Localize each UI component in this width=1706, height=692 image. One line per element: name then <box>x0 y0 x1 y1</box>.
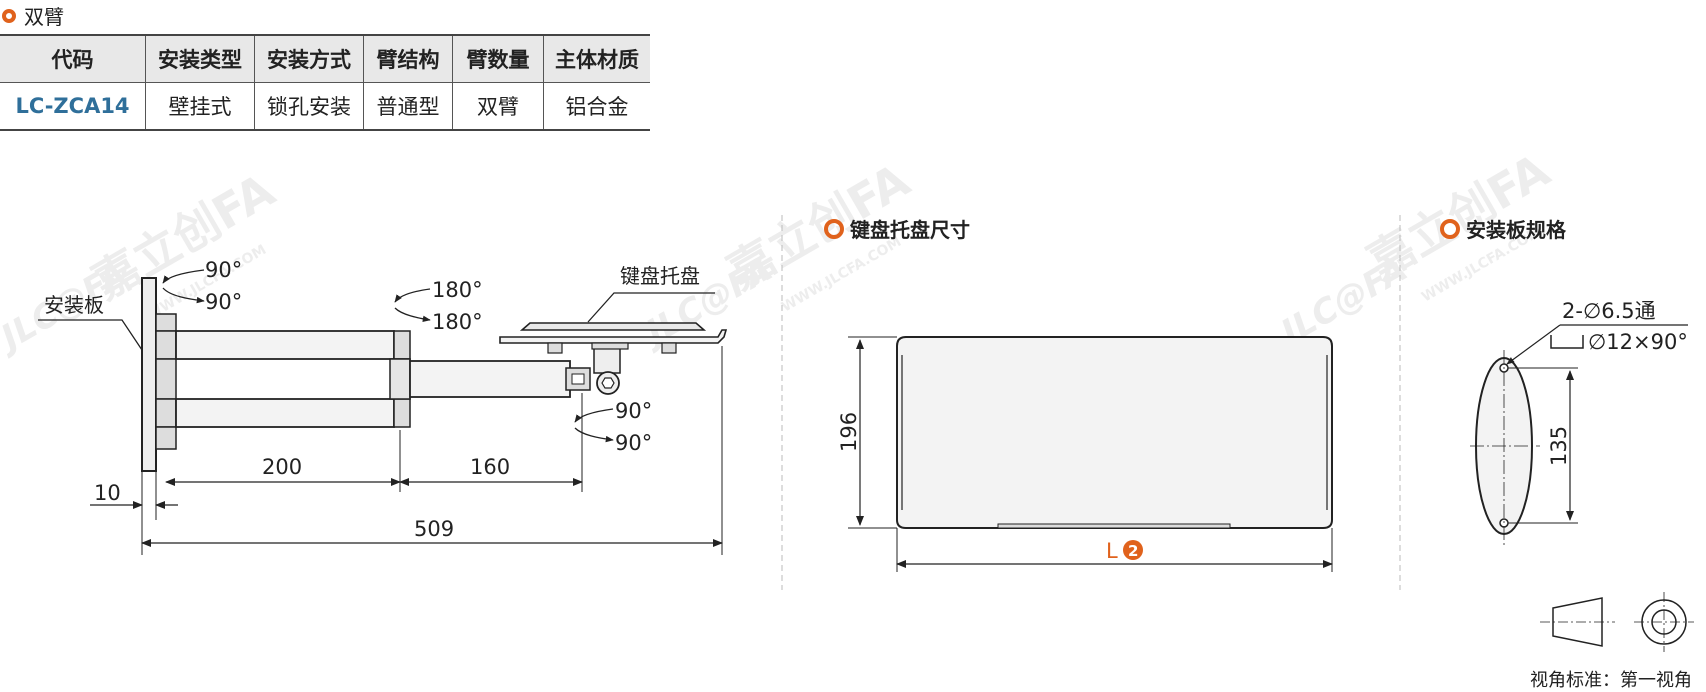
tray-mount-block <box>591 342 629 350</box>
note-badge <box>1123 540 1143 560</box>
side-view: 安装板 键盘托盘 90° 90° 180° 180° 90° 90° 200 1… <box>38 258 728 555</box>
countersink-spec-text: ∅12×90° <box>1588 330 1688 354</box>
col-header: 代码 <box>51 48 94 72</box>
mount-plate-label: 安装板 <box>44 293 104 317</box>
table-cell: 双臂 <box>452 82 544 130</box>
leader-line <box>38 319 143 351</box>
table-cell: 铝合金 <box>543 82 650 130</box>
section-title-text: 双臂 <box>24 5 64 29</box>
hinge-block <box>155 330 177 360</box>
projection-cone-icon <box>1552 597 1603 647</box>
table-row: LC-ZCA14 壁挂式 锁孔安装 普通型 双臂 铝合金 <box>0 82 650 130</box>
projection-note: 视角标准：第一视角 <box>1530 670 1692 691</box>
col-header: 臂数量 <box>452 35 544 83</box>
rotation-label: 90° <box>205 258 242 282</box>
rotation-label: 90° <box>615 399 652 423</box>
section-title: 双臂 <box>2 1 64 30</box>
bullet-ring-icon <box>824 219 844 239</box>
dimension-text-length: L <box>1106 539 1118 563</box>
hinge-block <box>389 358 411 400</box>
tray-outline <box>896 336 1333 529</box>
watermark-group: 嘉立创FA WWW.JLCFA.COM JLC@FA 嘉立创FA WWW.JLC… <box>0 143 1559 361</box>
hinge-block <box>155 358 177 400</box>
rotation-label: 90° <box>615 431 652 455</box>
projection-symbol: 视角标准：第一视角 <box>1530 592 1694 691</box>
dimension-text: 200 <box>262 455 302 479</box>
rotation-arrow <box>394 288 431 303</box>
col-header: 安装类型 <box>145 35 255 83</box>
rotation-arrow <box>394 307 431 322</box>
arm-upper-bar <box>175 330 395 360</box>
col-header: 臂结构 <box>363 35 453 83</box>
rotation-arrow <box>162 269 205 284</box>
dimension-text: 135 <box>1547 426 1571 466</box>
countersink-icon <box>1550 335 1584 349</box>
table-cell-code: LC-ZCA14 <box>15 94 130 118</box>
arm-second-bar <box>409 360 571 398</box>
dimension-text: 196 <box>837 412 861 452</box>
hinge-block <box>393 330 411 360</box>
tray-view-title: 键盘托盘尺寸 <box>850 218 970 242</box>
rotation-label: 180° <box>432 278 483 302</box>
tray-dimension-view: 键盘托盘尺寸 196 L 2 <box>824 218 1333 572</box>
end-joint <box>571 373 585 385</box>
plate-view-title: 安装板规格 <box>1466 218 1567 242</box>
leader-line <box>587 292 715 323</box>
dimension-text: 160 <box>470 455 510 479</box>
rotation-arrow <box>574 408 614 423</box>
note-badge-text: 2 <box>1128 542 1138 560</box>
bullet-ring-icon <box>2 8 16 23</box>
tray-front-edge <box>997 523 1231 529</box>
table-cell: 锁孔安装 <box>254 82 364 130</box>
tray-label: 键盘托盘 <box>620 264 700 288</box>
spec-table-header-row: 代码 安装类型 安装方式 臂结构 臂数量 主体材质 <box>0 35 650 83</box>
hinge-block <box>155 313 177 332</box>
rotation-label: 180° <box>432 310 483 334</box>
col-header: 主体材质 <box>543 35 650 83</box>
dimension-text: 10 <box>94 481 121 505</box>
hinge-block <box>393 398 411 428</box>
dimension-text: 509 <box>414 517 454 541</box>
arm-lower-bar <box>175 398 395 428</box>
hinge-block <box>155 398 177 428</box>
spec-table: 代码 安装类型 安装方式 臂结构 臂数量 主体材质 LC-ZCA14 壁挂式 锁… <box>0 34 650 131</box>
col-header: 安装方式 <box>254 35 364 83</box>
tray-mount-block <box>661 342 677 354</box>
tray-top <box>519 322 707 331</box>
tilt-knob-nut <box>601 377 615 389</box>
table-cell: 壁挂式 <box>145 82 255 130</box>
table-cell: 普通型 <box>363 82 453 130</box>
hinge-block <box>155 426 177 450</box>
mounting-plate <box>141 277 157 472</box>
bullet-ring-icon <box>1440 219 1460 239</box>
rotation-arrow <box>574 427 614 443</box>
tray-side-profile <box>499 329 728 344</box>
plate-spec-view: 安装板规格 2-∅6.5通 ∅12×90° 135 <box>1440 218 1688 545</box>
rotation-arrow <box>162 287 205 304</box>
rotation-label: 90° <box>205 290 242 314</box>
hole-spec-text: 2-∅6.5通 <box>1562 299 1656 323</box>
leader-line <box>1506 324 1561 365</box>
tray-mount-block <box>547 342 563 354</box>
